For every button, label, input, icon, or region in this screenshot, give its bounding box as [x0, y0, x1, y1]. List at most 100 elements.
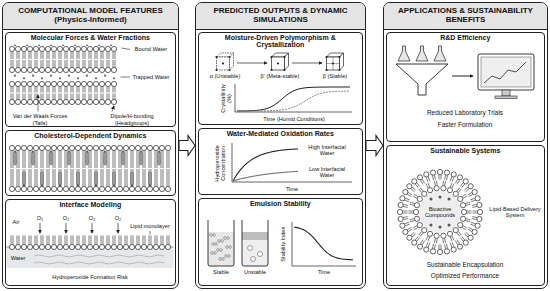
lipid-head [87, 244, 92, 249]
phase-label: Air [13, 219, 20, 225]
lattice-atom [270, 56, 272, 58]
panel-heading: COMPUTATIONAL MODEL FEATURES (Physics-In… [3, 3, 178, 30]
lipid-tail [83, 94, 84, 100]
lipid-head [447, 188, 452, 193]
cholesterol-molecule [158, 152, 161, 165]
coalesced-drop [258, 252, 263, 257]
cholesterol-oh [95, 185, 97, 187]
lipid-head [165, 145, 170, 150]
lipid-tail [139, 235, 140, 244]
cholesterol-molecule [86, 152, 89, 165]
lipid-tail [17, 94, 18, 100]
lipid-head [93, 67, 98, 72]
lipid-tail [11, 60, 12, 67]
lipid-head [51, 244, 56, 249]
lipid-tail [91, 87, 92, 93]
lipid-tail [89, 52, 90, 59]
lipid-tail [49, 60, 50, 67]
trapped-water-dot [104, 75, 106, 77]
lipid-head [87, 46, 92, 51]
lipid-tail [13, 60, 14, 67]
lipid-tail [11, 169, 12, 186]
lipid-tail [119, 169, 120, 186]
lipid-tail [161, 169, 162, 186]
lipid-tail [115, 151, 116, 168]
lipid-head [99, 99, 104, 104]
lipid-tail [97, 151, 98, 168]
benefit-text: Faster Formulation [438, 121, 493, 128]
bound-water-dot [62, 44, 64, 46]
benefit-text: Reduced Laboratory Trials [427, 109, 503, 116]
lipid-head [57, 81, 62, 86]
curve-label: Low Interfacial Water [305, 166, 349, 179]
part-label: Lipid-Based Delivery System [489, 206, 541, 219]
box-title: Sustainable Systems [387, 146, 544, 155]
lipid-head [15, 244, 20, 249]
lipid-head [458, 196, 463, 201]
lipid-head [451, 172, 456, 177]
lipid-tail [419, 189, 422, 193]
leader-line [150, 231, 151, 235]
oxygen-arrow [66, 223, 67, 233]
lipid-head [45, 67, 50, 72]
lattice-line [327, 63, 340, 64]
lipid-head [21, 244, 26, 249]
lipid-tail [95, 87, 96, 93]
lipid-tail [83, 235, 84, 244]
lipid-tail [103, 87, 104, 93]
lipid-tail [472, 218, 477, 220]
lipid-head [81, 99, 86, 104]
lipid-tail [411, 232, 415, 235]
lipid-head [413, 209, 418, 214]
lipid-tail [410, 220, 415, 221]
lipid-head [99, 186, 104, 191]
lipid-tail [115, 94, 116, 100]
oxygen-arrow [40, 223, 41, 233]
bound-water-dot [98, 44, 100, 46]
column-panel: COMPUTATIONAL MODEL FEATURES (Physics-In… [2, 2, 179, 289]
trapped-water-dot [59, 77, 61, 79]
lipid-head [147, 145, 152, 150]
lipid-tail [414, 194, 418, 197]
lipid-tail [25, 94, 26, 100]
liposome-figure [397, 169, 482, 254]
lipid-head [147, 244, 152, 249]
flask [416, 46, 428, 61]
lipid-head [460, 203, 465, 208]
lipid-head [111, 46, 116, 51]
lipid-head [93, 46, 98, 51]
lipid-tail [47, 94, 48, 100]
oxygen-arrow [92, 223, 93, 233]
cholesterol-oh [113, 185, 115, 187]
cholesterol-oh [23, 185, 25, 187]
lipid-tail [85, 94, 86, 100]
lipid-tail [65, 60, 66, 67]
bioactive-dot [430, 224, 433, 227]
lipid-tail [460, 183, 463, 187]
lipid-head [123, 244, 128, 249]
lipid-tail [414, 227, 418, 230]
lipid-tail [13, 94, 14, 100]
lipid-tail [155, 235, 156, 244]
lipid-tail [412, 187, 416, 190]
lipid-head [457, 175, 462, 180]
lipid-tail [434, 238, 436, 243]
lipid-tail [67, 235, 68, 244]
lipid-tail [410, 202, 415, 203]
lipid-head [27, 145, 32, 150]
funnel [396, 64, 448, 95]
lipid-tail [473, 211, 478, 212]
lipid-tail [169, 169, 170, 186]
lipid-tail [131, 151, 132, 168]
lipid-head [441, 233, 446, 238]
lipid-tail [83, 52, 84, 59]
lipid-tail [29, 94, 30, 100]
lipid-tail [67, 60, 68, 67]
lipid-head [63, 46, 68, 51]
lipid-tail [37, 52, 38, 59]
crystallinity-curve [237, 87, 350, 111]
oxygen-arrow [118, 223, 119, 233]
lipid-tail [127, 151, 128, 168]
lipid-head [39, 46, 44, 51]
lipid-head [417, 196, 422, 201]
